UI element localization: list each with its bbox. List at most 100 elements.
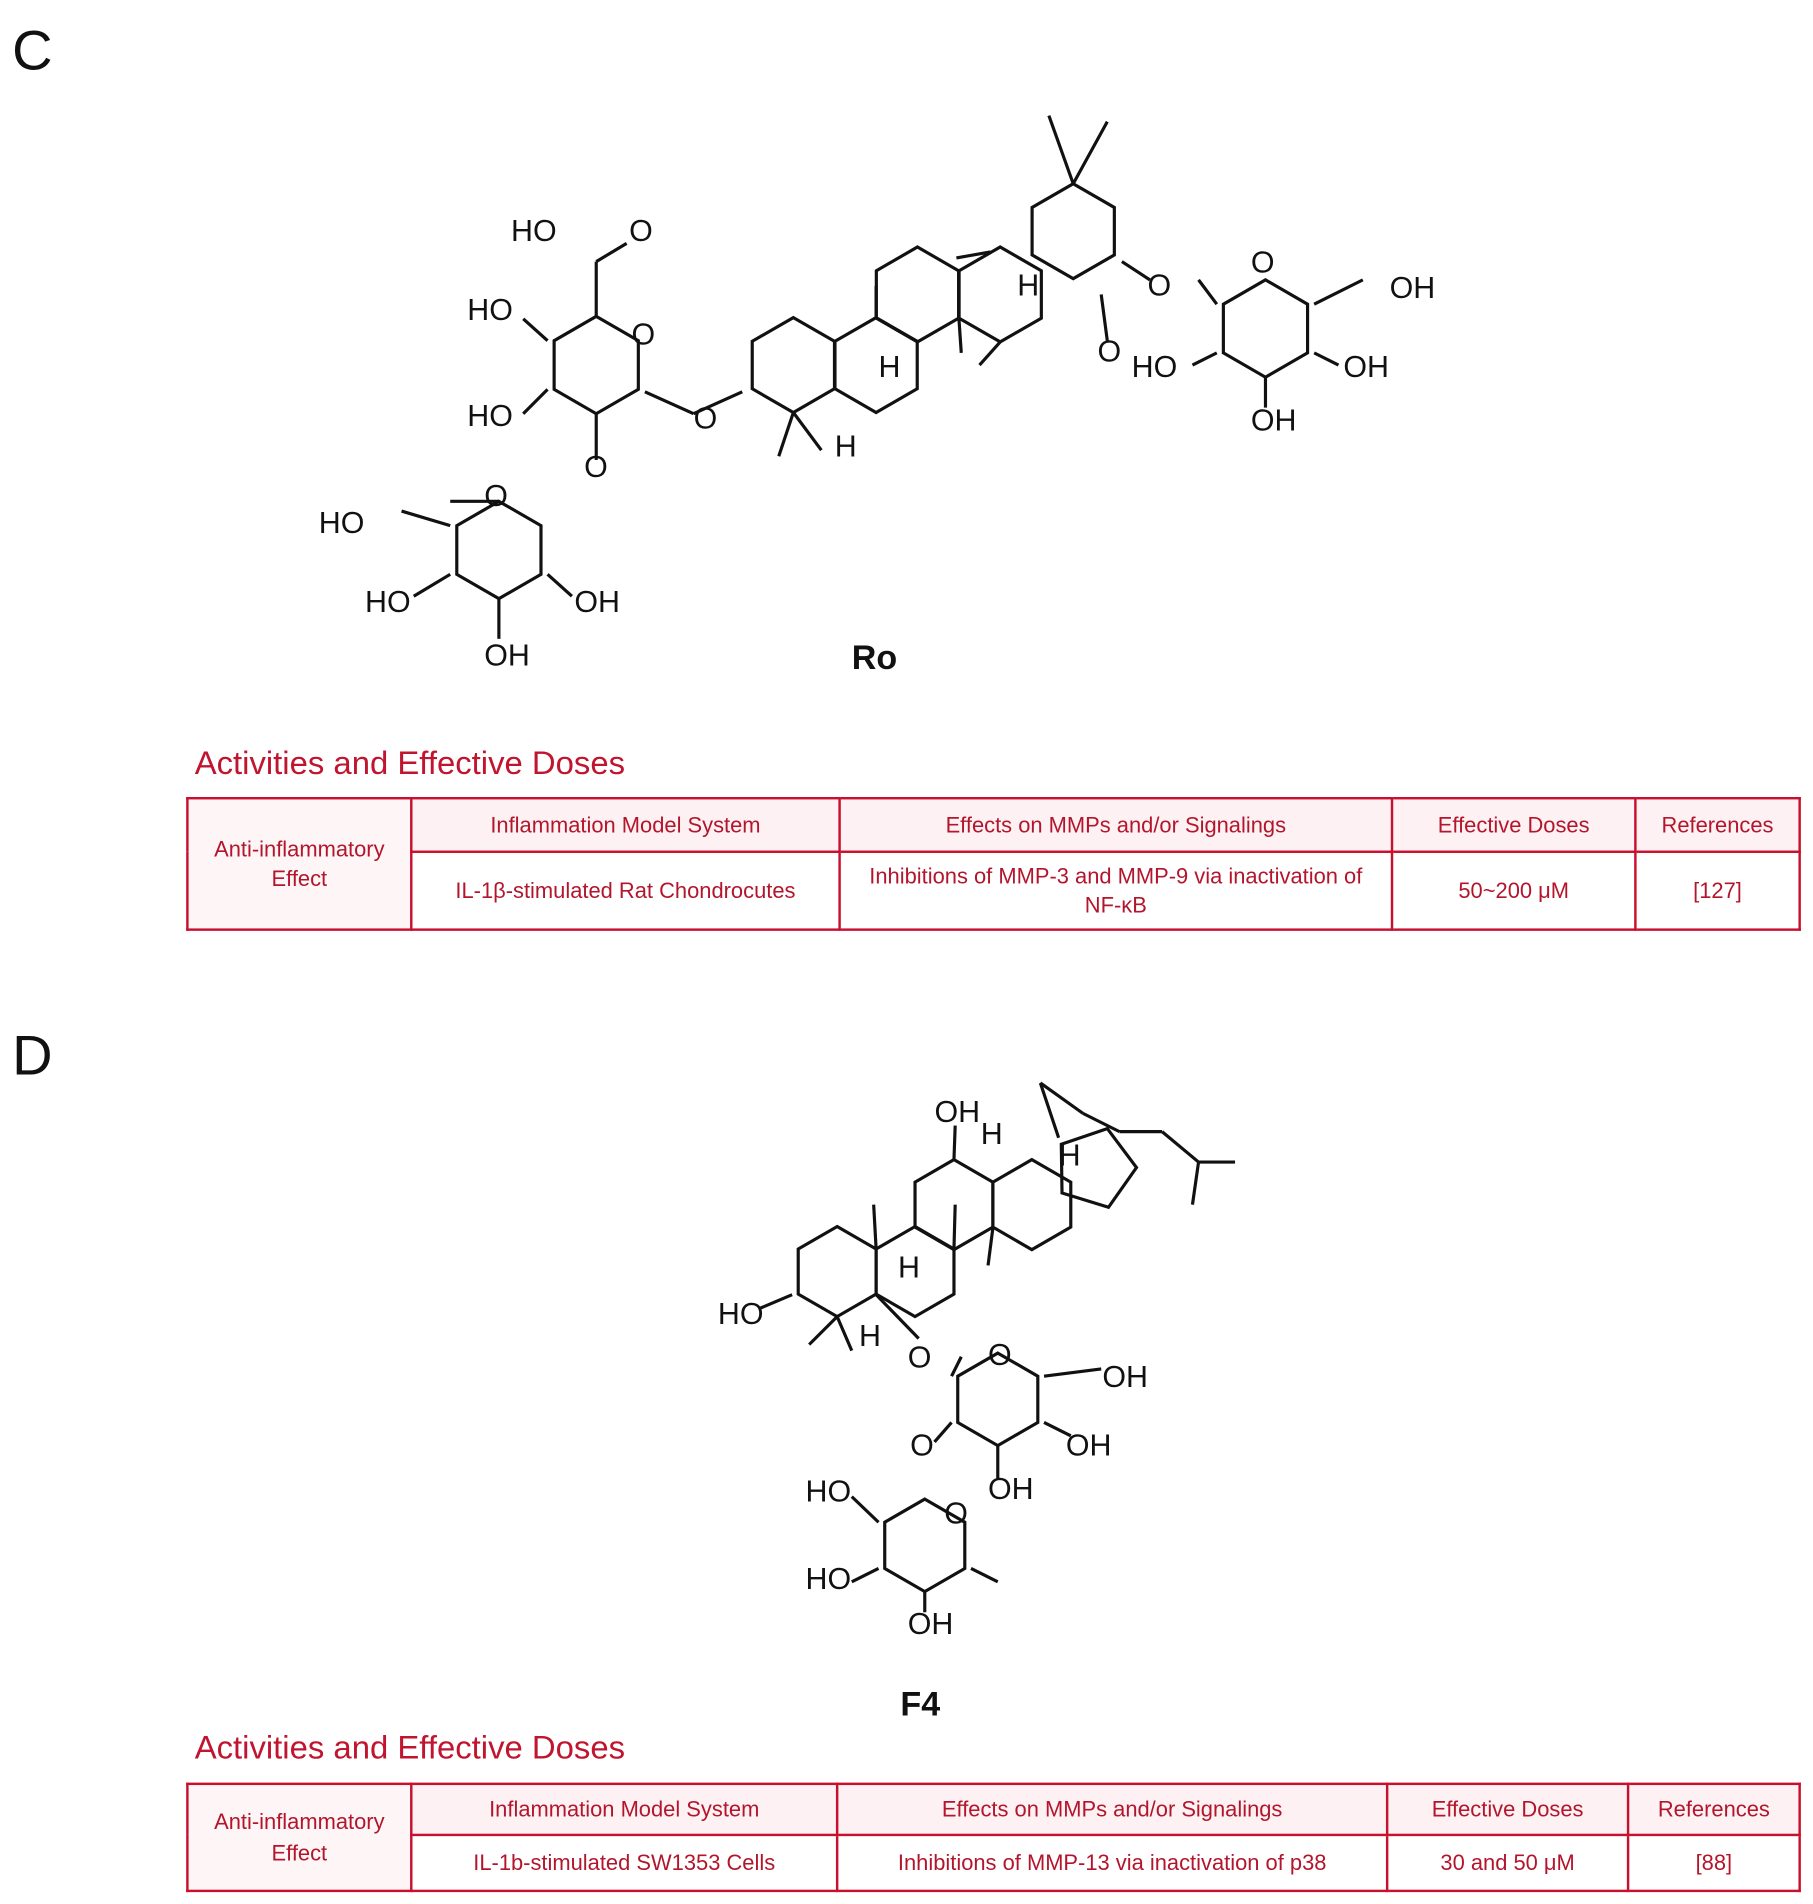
- atom-label: H: [981, 1117, 1003, 1151]
- bond: [1047, 115, 1075, 185]
- bond: [595, 242, 628, 263]
- atom-label: O: [988, 1338, 1012, 1372]
- bond: [970, 1567, 999, 1584]
- atom-label: H: [898, 1251, 920, 1285]
- atom-label: O: [908, 1341, 932, 1375]
- atom-label: OH: [1102, 1360, 1148, 1394]
- panel-letter-d: D: [12, 1023, 53, 1087]
- bond: [1043, 1421, 1072, 1438]
- atom-label: H: [859, 1319, 881, 1353]
- bond: [952, 1204, 957, 1249]
- atom-label: OH: [1251, 404, 1297, 438]
- bond: [1161, 1130, 1200, 1164]
- bond: [1039, 1081, 1084, 1115]
- ro-structure: HO O HO O HO O O HO O HO OH OH H H O O O…: [319, 214, 1435, 677]
- atom-label: HO: [365, 585, 411, 619]
- bond: [851, 1567, 880, 1584]
- bond: [978, 340, 1002, 367]
- atom-label: OH: [1390, 271, 1436, 305]
- table-cell: [88]: [1626, 1833, 1801, 1893]
- bond: [777, 411, 795, 457]
- atom-label: OH: [1066, 1428, 1112, 1462]
- atom-label: HO: [1132, 350, 1178, 384]
- atom-label: O: [910, 1428, 934, 1462]
- ring: [1030, 181, 1116, 281]
- atom-label: H: [879, 350, 901, 384]
- bond: [808, 1315, 839, 1346]
- bond: [1190, 1161, 1201, 1205]
- activities-table: Anti-inflammatory Effect Inflammation Mo…: [186, 1782, 1801, 1893]
- atom-label: O: [632, 317, 656, 351]
- bond: [872, 1204, 878, 1249]
- atom-label: HO: [467, 399, 513, 433]
- atom-label: O: [484, 479, 508, 513]
- bond: [522, 388, 549, 415]
- bond: [986, 1227, 995, 1266]
- atom-label: O: [1251, 246, 1275, 280]
- bond: [957, 317, 963, 353]
- atom-label: HO: [319, 506, 365, 540]
- bond: [950, 1356, 963, 1377]
- bond: [874, 1293, 920, 1340]
- column-header: Effects on MMPs and/or Signalings: [838, 797, 1394, 853]
- atom-label: OH: [988, 1472, 1034, 1506]
- bond: [692, 390, 743, 416]
- bond: [522, 317, 549, 342]
- column-header: Effective Doses: [1390, 797, 1637, 853]
- bond: [850, 1495, 880, 1524]
- atom-label: OH: [484, 639, 530, 673]
- ring: [874, 245, 961, 344]
- column-header: Inflammation Model System: [410, 797, 841, 853]
- bond: [644, 390, 695, 416]
- ring: [1059, 1126, 1139, 1210]
- bond: [835, 1315, 854, 1352]
- atom-label: H: [1017, 269, 1039, 303]
- atom-label: O: [1098, 334, 1122, 368]
- atom-label: OH: [908, 1607, 954, 1641]
- row-label: Anti-inflammatory Effect: [186, 797, 413, 931]
- atom-label: OH: [1343, 350, 1389, 384]
- activities-table: Anti-inflammatory Effect Inflammation Mo…: [186, 797, 1801, 931]
- atom-label: O: [694, 401, 718, 435]
- bond: [1038, 1082, 1061, 1139]
- atom-label: H: [1059, 1139, 1081, 1173]
- atom-label: H: [835, 429, 857, 463]
- ring: [991, 1157, 1073, 1252]
- sugar-ring: [552, 314, 640, 416]
- atom-label: O: [1147, 269, 1171, 303]
- table-cell: Inhibitions of MMP-3 and MMP-9 via inact…: [838, 850, 1394, 931]
- table-cell: 30 and 50 μM: [1385, 1833, 1630, 1893]
- atom-label: HO: [718, 1297, 764, 1331]
- bond: [401, 509, 451, 528]
- bond: [952, 1125, 957, 1160]
- table-cell: IL-1β-stimulated Rat Chondrocutes: [410, 850, 841, 931]
- atom-label: HO: [511, 214, 557, 248]
- column-header: Effective Doses: [1385, 1782, 1630, 1837]
- table-cell: [127]: [1634, 850, 1801, 931]
- bond: [1313, 351, 1340, 367]
- column-header: References: [1634, 797, 1801, 853]
- column-header: Effects on MMPs and/or Signalings: [835, 1782, 1389, 1837]
- column-header: Inflammation Model System: [410, 1782, 839, 1837]
- bond: [1197, 278, 1219, 306]
- bond: [1191, 351, 1218, 367]
- bond: [933, 1421, 953, 1443]
- atom-label: OH: [935, 1095, 981, 1129]
- bond: [546, 573, 573, 598]
- ring: [833, 315, 919, 415]
- ring: [750, 315, 837, 415]
- bond: [1313, 278, 1364, 306]
- atom-label: O: [584, 450, 608, 484]
- bond: [1071, 120, 1109, 185]
- table-cell: IL-1b-stimulated SW1353 Cells: [410, 1833, 839, 1893]
- atom-label: OH: [574, 585, 620, 619]
- f4-structure: OH H H H HO H O O OH O OH OH HO O HO OH …: [718, 1095, 1148, 1724]
- section-title: Activities and Effective Doses: [194, 1729, 626, 1766]
- sugar-ring: [1221, 278, 1310, 380]
- atom-label: O: [944, 1496, 968, 1530]
- bond: [759, 1293, 793, 1310]
- compound-name: F4: [900, 1686, 940, 1724]
- column-header: References: [1626, 1782, 1801, 1837]
- atom-label: O: [629, 214, 653, 248]
